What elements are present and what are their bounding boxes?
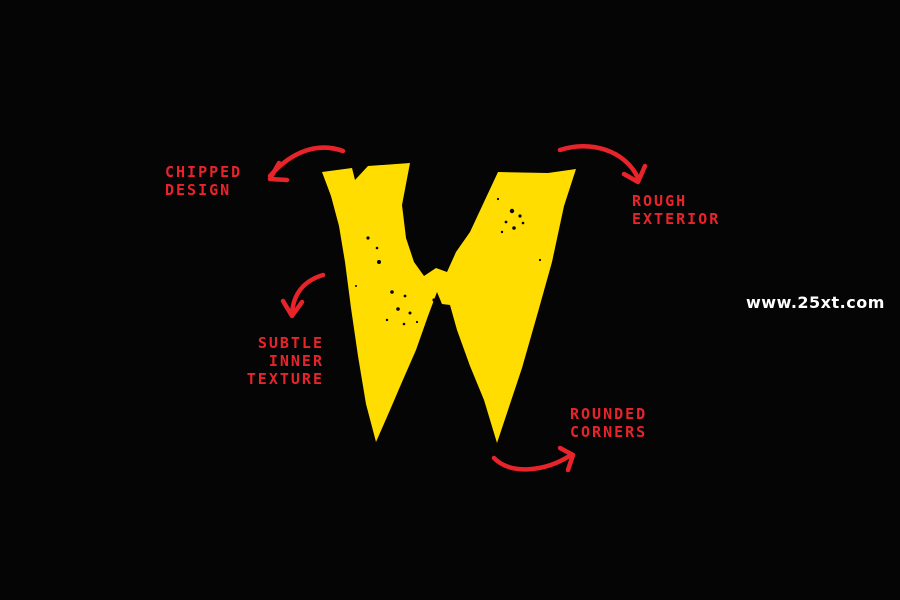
callout-rough-line-1: ROUGH <box>632 192 688 210</box>
arrow-chipped-head <box>267 160 290 183</box>
arrow-rounded-head <box>557 445 576 473</box>
callout-arrows <box>267 144 648 473</box>
callout-chipped-design: CHIPPED DESIGN <box>165 163 242 199</box>
callout-rounded-line-1: ROUNDED <box>570 405 648 423</box>
callout-subtle-line-3: TEXTURE <box>246 370 324 388</box>
arrow-rough-head <box>621 163 648 185</box>
callout-rounded-line-2: CORNERS <box>570 423 648 441</box>
speckle-texture <box>355 197 542 326</box>
callout-rough-exterior: ROUGH EXTERIOR <box>632 192 720 228</box>
callout-rough-line-2: EXTERIOR <box>632 210 721 228</box>
callout-chipped-line-1: CHIPPED <box>165 163 243 181</box>
callout-subtle-line-1: SUBTLE <box>257 334 324 352</box>
callout-subtle-inner-texture: SUBTLE INNER TEXTURE <box>222 334 324 388</box>
arrow-rounded <box>491 452 574 472</box>
arrow-rough <box>557 144 641 181</box>
watermark-text: www.25xt.com <box>746 293 885 312</box>
callout-rounded-corners: ROUNDED CORNERS <box>570 405 647 441</box>
callout-chipped-line-2: DESIGN <box>165 181 232 199</box>
callout-subtle-line-2: INNER <box>268 352 324 370</box>
glyph-w <box>322 163 576 443</box>
arrow-subtle-head <box>280 298 305 319</box>
arrow-subtle <box>289 272 326 317</box>
